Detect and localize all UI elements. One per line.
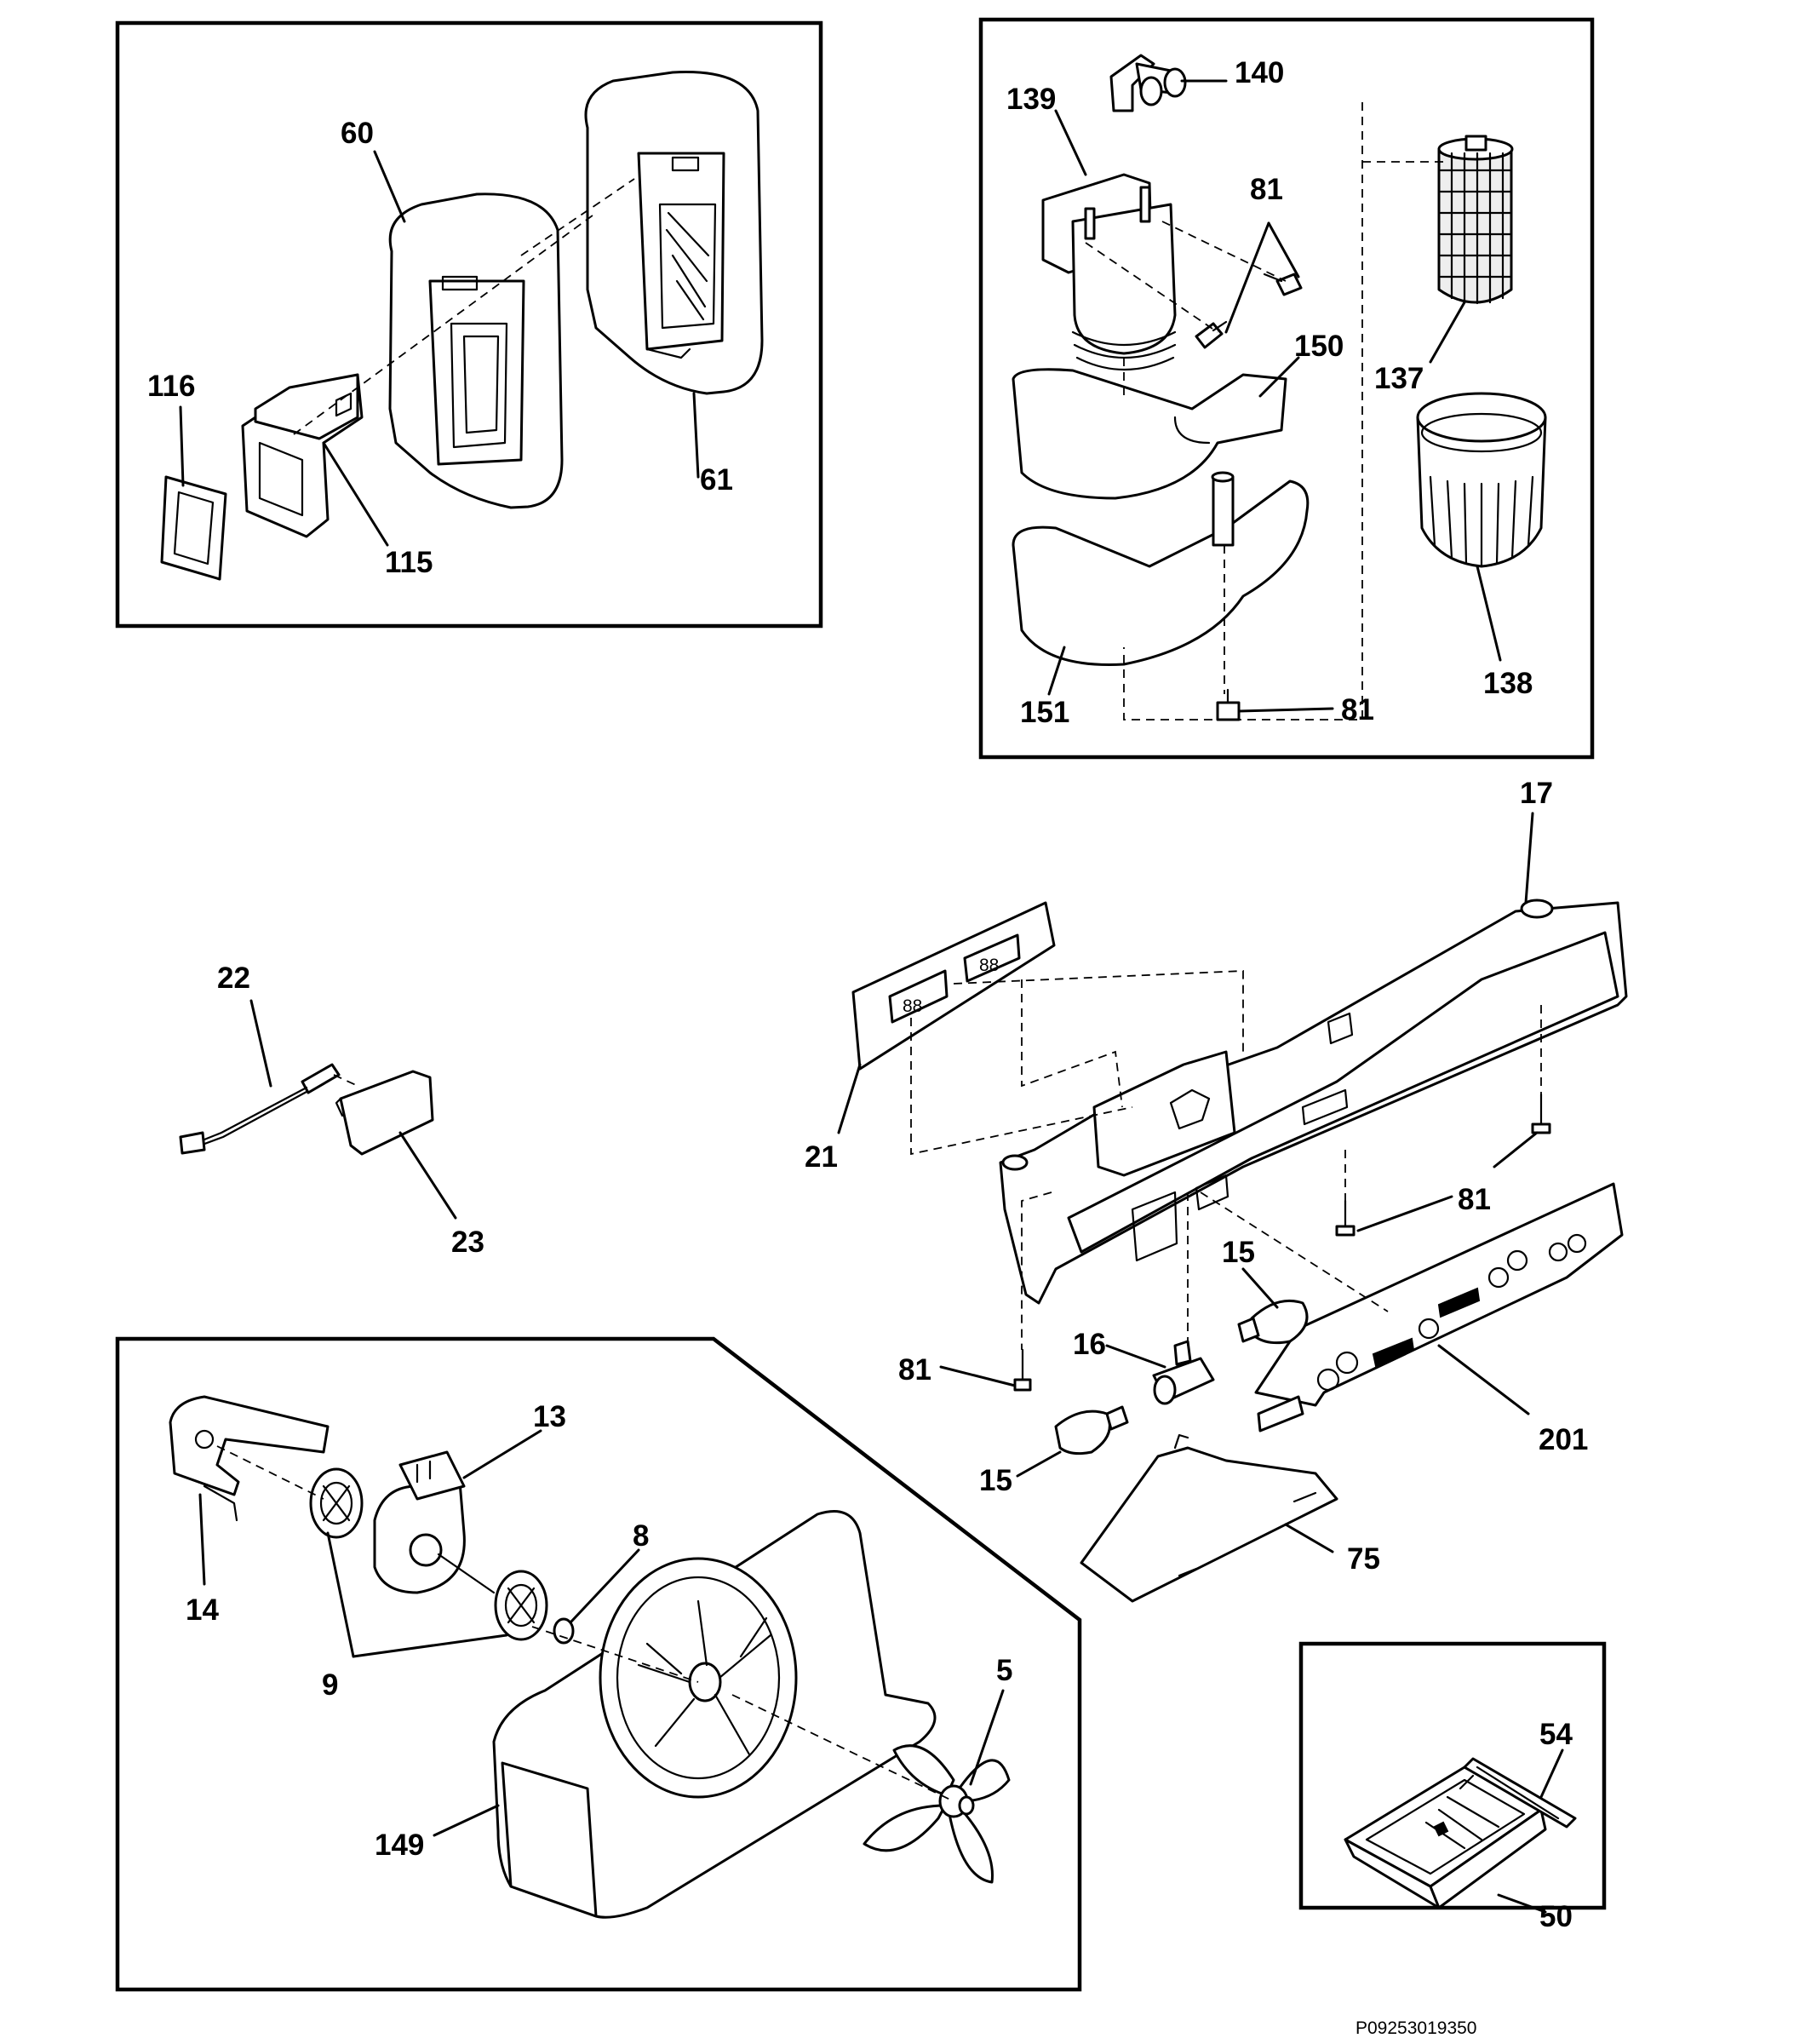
display-glyph-left: 88 bbox=[903, 996, 922, 1016]
label-61: 61 bbox=[700, 463, 733, 497]
panel-bottom-left-frame bbox=[115, 1336, 1082, 1992]
label-151: 151 bbox=[1020, 696, 1069, 729]
label-50: 50 bbox=[1539, 1900, 1573, 1933]
label-54: 54 bbox=[1539, 1718, 1573, 1751]
part-13-motor bbox=[373, 1450, 496, 1594]
label-81-bottom: 81 bbox=[1341, 693, 1374, 726]
label-81-right-b: 81 bbox=[898, 1353, 931, 1387]
label-150: 150 bbox=[1294, 330, 1344, 363]
part-60-housing-front bbox=[388, 192, 564, 509]
part-21-display-board: 88 88 bbox=[851, 901, 1056, 1071]
panel-top-left: 60 61 116 115 bbox=[115, 20, 823, 629]
label-21: 21 bbox=[805, 1140, 838, 1174]
part-139-filter-head bbox=[1041, 173, 1177, 371]
panel-bottom-right: 54 50 bbox=[1298, 1641, 1607, 1933]
label-17: 17 bbox=[1520, 777, 1553, 810]
part-81-screw-c bbox=[1216, 688, 1241, 721]
reference-number: P09253019350 bbox=[1356, 2018, 1476, 2038]
part-137-filter-cartridge bbox=[1437, 135, 1514, 305]
part-14-bracket bbox=[169, 1395, 330, 1522]
part-201-overlay bbox=[1254, 1182, 1624, 1433]
label-116: 116 bbox=[147, 370, 195, 403]
label-139: 139 bbox=[1006, 83, 1056, 116]
label-5: 5 bbox=[996, 1654, 1012, 1687]
part-9-mount-b bbox=[494, 1570, 548, 1641]
panel-bottom-right-frame bbox=[1298, 1641, 1607, 1910]
part-54-bracket bbox=[1463, 1757, 1577, 1829]
part-16-lamp-socket bbox=[1152, 1340, 1215, 1405]
panel-bottom-left: 14 13 8 9 5 149 bbox=[115, 1336, 1082, 1992]
label-22: 22 bbox=[217, 962, 250, 995]
part-149-fan-shroud bbox=[492, 1510, 937, 1919]
part-75-cover bbox=[1080, 1433, 1338, 1603]
part-151-cover bbox=[1012, 471, 1310, 666]
label-14: 14 bbox=[186, 1593, 219, 1627]
label-75: 75 bbox=[1347, 1542, 1380, 1576]
label-16: 16 bbox=[1073, 1328, 1106, 1361]
label-138: 138 bbox=[1483, 667, 1533, 700]
part-81-screw-f bbox=[1531, 1093, 1551, 1134]
part-116-gasket bbox=[160, 475, 227, 581]
part-150-cover bbox=[1012, 368, 1287, 500]
label-115: 115 bbox=[385, 546, 433, 579]
label-81-right-a: 81 bbox=[1458, 1183, 1491, 1216]
part-23-cover bbox=[335, 1070, 434, 1156]
part-17-housing bbox=[999, 899, 1628, 1305]
label-137: 137 bbox=[1374, 362, 1424, 395]
label-13: 13 bbox=[533, 1400, 566, 1433]
part-22-sensor-wire bbox=[179, 1063, 341, 1155]
panel-top-left-frame bbox=[115, 20, 823, 629]
label-23: 23 bbox=[451, 1226, 484, 1259]
part-5-fan-blade bbox=[863, 1744, 1011, 1884]
part-81-screw-e bbox=[1335, 1199, 1356, 1237]
label-201: 201 bbox=[1539, 1423, 1588, 1456]
part-15-bulb-upper bbox=[1237, 1299, 1309, 1345]
part-81-screw-b bbox=[1263, 273, 1303, 296]
part-81-screw-d bbox=[1013, 1348, 1032, 1392]
part-9-mount-a bbox=[309, 1467, 364, 1539]
label-60: 60 bbox=[341, 117, 374, 150]
display-glyph-right: 88 bbox=[979, 956, 999, 975]
label-9: 9 bbox=[322, 1668, 338, 1702]
part-50-tray bbox=[1344, 1766, 1547, 1909]
part-15-bulb-lower bbox=[1054, 1405, 1129, 1455]
group-dispenser-housing: 88 88 bbox=[805, 777, 1628, 1603]
label-15-upper: 15 bbox=[1222, 1236, 1255, 1269]
group-22-23: 22 23 bbox=[179, 962, 484, 1259]
part-140-elbow-fitting bbox=[1109, 54, 1187, 112]
part-138-filter-bowl bbox=[1416, 392, 1547, 568]
label-8: 8 bbox=[633, 1519, 649, 1553]
label-81-top: 81 bbox=[1250, 173, 1283, 206]
part-8-washer bbox=[553, 1617, 575, 1645]
label-140: 140 bbox=[1235, 56, 1284, 89]
panel-top-right-frame bbox=[978, 17, 1595, 760]
part-61-housing-back bbox=[584, 71, 764, 395]
part-115-switch bbox=[241, 373, 364, 538]
part-81-screw-a bbox=[1195, 320, 1228, 349]
label-149: 149 bbox=[375, 1829, 424, 1862]
panel-top-right: 140 139 81 150 137 138 151 81 bbox=[978, 17, 1595, 760]
label-15-lower: 15 bbox=[979, 1464, 1012, 1497]
